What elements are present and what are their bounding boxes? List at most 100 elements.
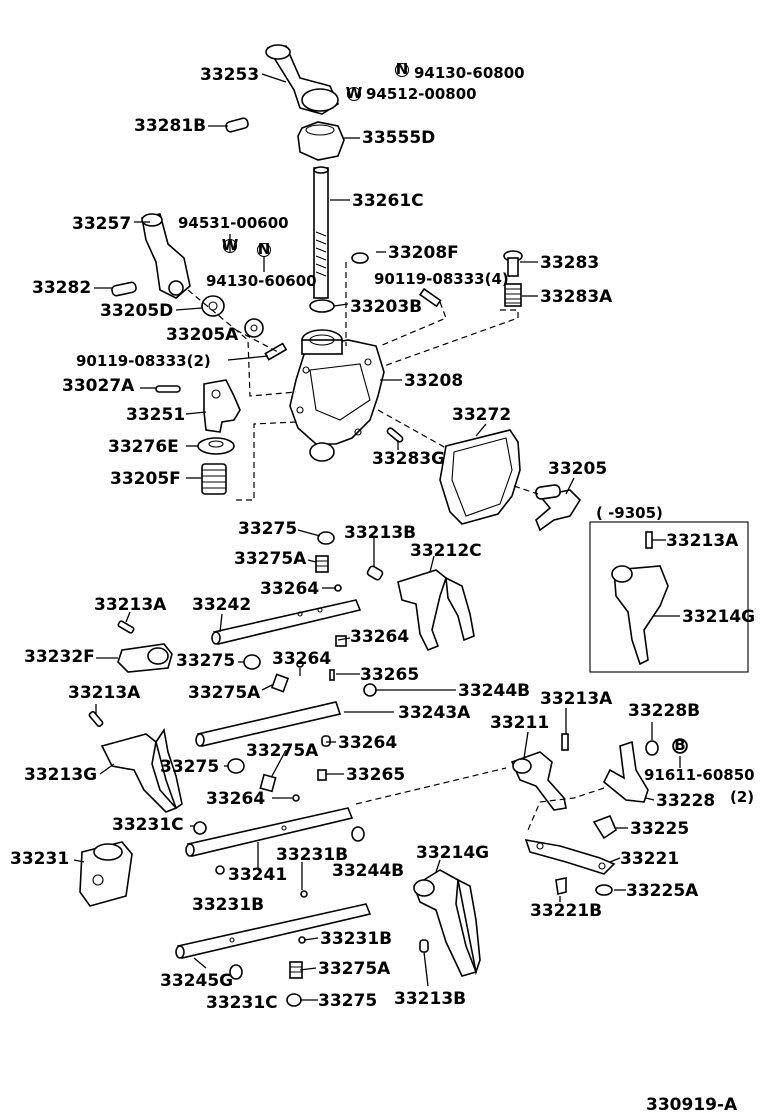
label-33275-a: 33275 [238, 519, 297, 539]
part-33213A-pin-right [561, 733, 569, 751]
label-33275A-c: 33275A [246, 741, 319, 761]
label-33275A-b: 33275A [188, 683, 261, 703]
part-33555D-bushing [297, 121, 345, 161]
label-33261C: 33261C [352, 191, 424, 211]
label-33555D: 33555D [362, 128, 435, 148]
part-33275-ball-upper [317, 531, 335, 545]
label-bracket-9305: ( -9305) [596, 504, 663, 522]
label-33265-b: 33265 [346, 765, 405, 785]
label-33231B-c: 33231B [320, 929, 392, 949]
part-33253-lever [265, 44, 340, 115]
label-94130-60600: 94130-60600 [206, 272, 317, 290]
label-33275-b: 33275 [176, 651, 235, 671]
label-33214G-r: 33214G [682, 607, 755, 627]
part-33027A-pin [155, 385, 181, 393]
label-33231C-b: 33231C [206, 993, 278, 1013]
part-33212C-fork [397, 569, 475, 652]
part-33228-lever [602, 740, 649, 803]
label-33264-d: 33264 [338, 733, 397, 753]
label-33231B-b: 33231B [192, 895, 264, 915]
label-33283A: 33283A [540, 287, 613, 307]
label-33264-a: 33264 [260, 579, 319, 599]
label-33264-b: 33264 [350, 627, 409, 647]
n-badge-icon-2: N [258, 240, 271, 258]
part-33244B-clip-b [351, 826, 365, 842]
part-33281B-pin [225, 117, 249, 133]
label-33275A-d: 33275A [318, 959, 391, 979]
part-90119-bolt-upper [418, 287, 442, 308]
label-33205D: 33205D [100, 301, 173, 321]
b-badge-icon: B [674, 736, 685, 754]
part-33231C-clip-upper [193, 821, 207, 835]
label-33275-c: 33275 [160, 757, 219, 777]
label-94512-00800: 94512-00800 [366, 85, 477, 103]
label-33264-e: 33264 [206, 789, 265, 809]
n-badge-icon: N [396, 60, 409, 78]
label-33205: 33205 [548, 459, 607, 479]
part-33211-lever [510, 751, 567, 811]
label-33213A-a: 33213A [94, 595, 167, 615]
label-90119-08333-4: 90119-08333(4) [374, 270, 509, 288]
part-33205F-spring [201, 463, 227, 495]
label-33243A: 33243A [398, 703, 471, 723]
part-33213G-fork [100, 727, 183, 813]
part-33251-bracket [203, 379, 241, 433]
label-33213A-c: 33213A [540, 689, 613, 709]
part-33275A-spring-mid [270, 673, 290, 693]
part-33208-housing [289, 329, 385, 462]
leader-lines [73, 73, 681, 1001]
part-33276E-retainer [197, 437, 235, 455]
label-33283G: 33283G [372, 449, 445, 469]
label-33253: 33253 [200, 65, 259, 85]
part-33261C-shaft [313, 166, 329, 299]
label-33213A-b: 33213A [68, 683, 141, 703]
part-33257-lever [141, 213, 191, 299]
part-33275A-spring-lower [259, 773, 277, 793]
diagram-id: 330919-A [646, 1095, 738, 1112]
label-33272: 33272 [452, 405, 511, 425]
label-33265-a: 33265 [360, 665, 419, 685]
label-33281B: 33281B [134, 116, 206, 136]
label-33275-d: 33275 [318, 991, 377, 1011]
part-33265-pin-b [317, 769, 327, 781]
label-33283: 33283 [540, 253, 599, 273]
part-33228B-washer [645, 740, 659, 756]
part-labels: 33253 N 94130-60800 W 94512-00800 33281B… [10, 60, 755, 1112]
label-33244B-a: 33244B [458, 681, 530, 701]
label-33221: 33221 [620, 849, 679, 869]
part-33214G-fork [413, 869, 481, 977]
part-33275-ball-mid [243, 654, 261, 670]
label-33228-qty: (2) [730, 788, 754, 806]
label-90119-08333-2: 90119-08333(2) [76, 352, 211, 370]
label-33225: 33225 [630, 819, 689, 839]
label-33212C: 33212C [410, 541, 482, 561]
part-33275A-spring-bottom [289, 961, 303, 979]
part-33275A-spring-upper [315, 555, 329, 573]
part-33231C-clip-lower [229, 964, 243, 980]
part-33232F-block [117, 643, 173, 673]
label-33275A-a: 33275A [234, 549, 307, 569]
w-badge-icon-2: W [222, 236, 239, 254]
label-94531-00600: 94531-00600 [178, 214, 289, 232]
label-33205F: 33205F [110, 469, 181, 489]
label-33225A: 33225A [626, 881, 699, 901]
label-33213A-r: 33213A [666, 531, 739, 551]
part-33275-ball-bottom [286, 993, 302, 1007]
part-33225A-washer [595, 884, 613, 896]
label-33208F: 33208F [388, 243, 459, 263]
label-33264-c: 33264 [272, 649, 331, 669]
label-33213G: 33213G [24, 765, 97, 785]
label-33241: 33241 [228, 865, 287, 885]
label-33213B-b: 33213B [394, 989, 466, 1009]
dashed-assembly-lines [187, 262, 605, 831]
label-33027A: 33027A [62, 376, 135, 396]
part-33241-rod [185, 807, 354, 857]
part-33203B-seal [309, 299, 335, 313]
label-33245G: 33245G [160, 971, 233, 991]
part-33275-ball-lower [227, 758, 245, 774]
label-33214G: 33214G [416, 843, 489, 863]
part-33283G-pin [386, 427, 404, 443]
part-33213B-pin-lower [419, 939, 429, 953]
part-33205-lever [535, 484, 582, 532]
